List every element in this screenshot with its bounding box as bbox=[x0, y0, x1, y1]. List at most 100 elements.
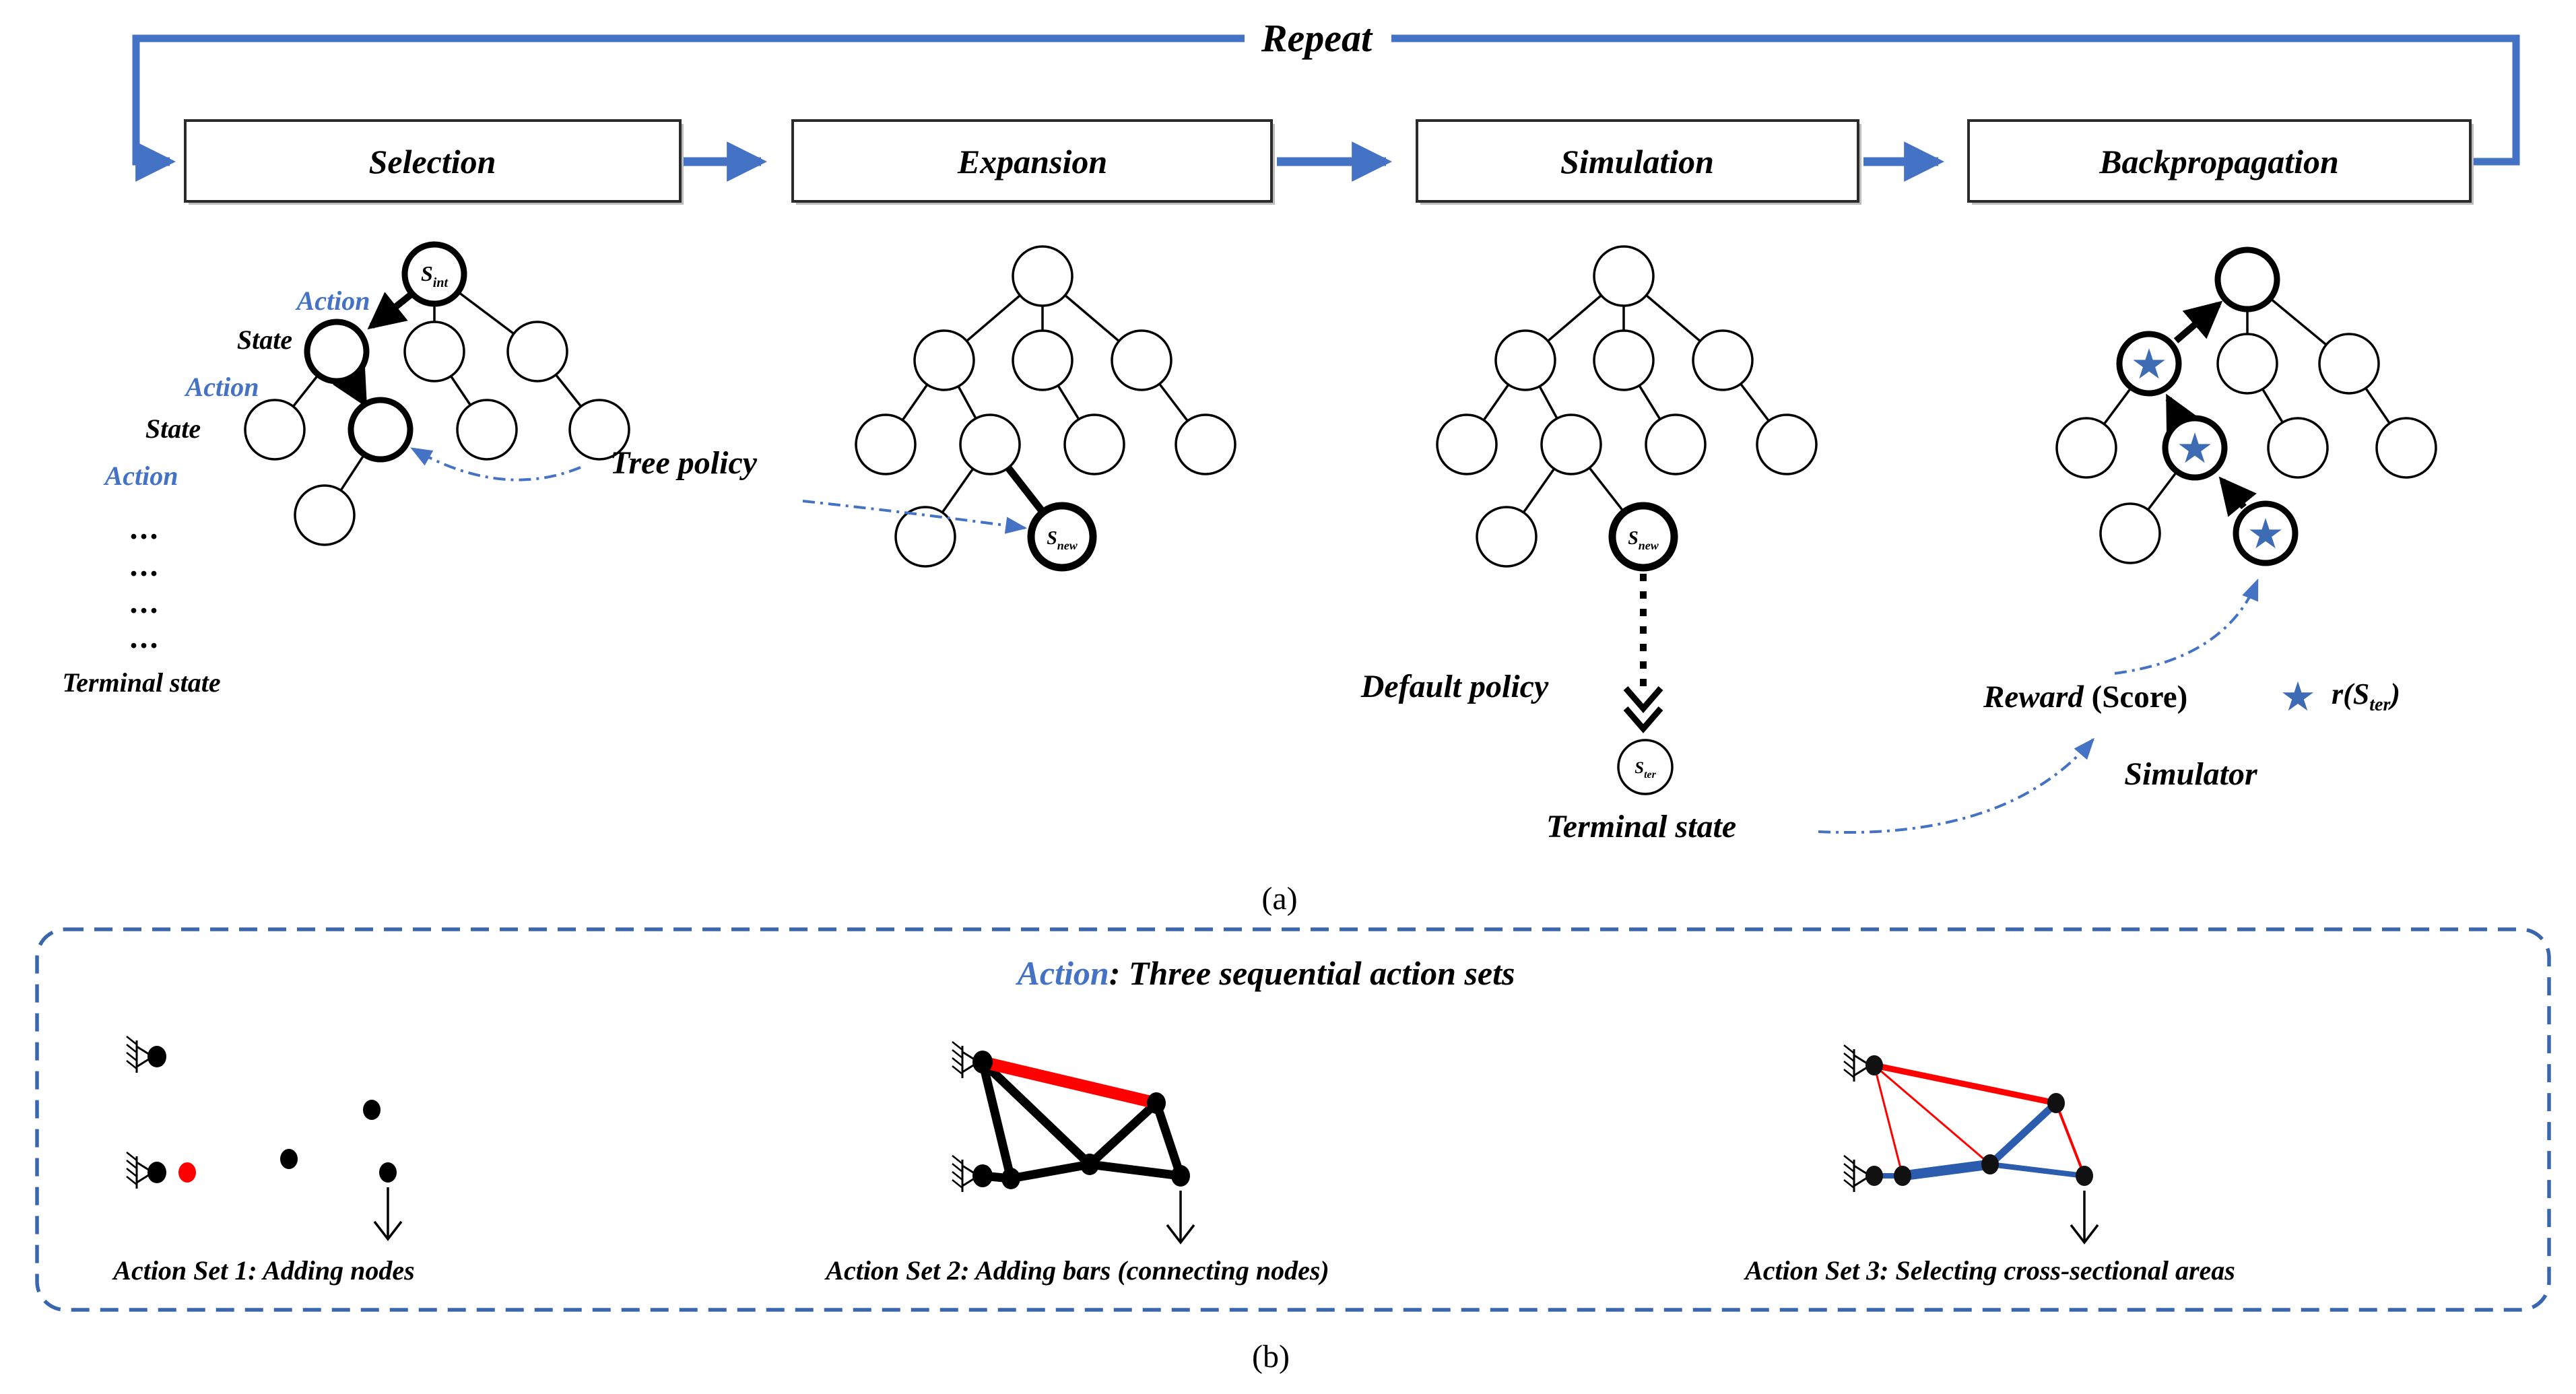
truss-node bbox=[2076, 1166, 2093, 1186]
rfn-pre: r(S bbox=[2332, 677, 2369, 710]
ellipsis-row: ... bbox=[130, 510, 160, 546]
tree-node bbox=[1012, 329, 1074, 391]
phase-box-backpropagation bbox=[1967, 119, 2472, 203]
tree-node bbox=[1756, 413, 1818, 475]
tree-node-rewarded bbox=[2116, 331, 2182, 397]
action-label-2: Action bbox=[184, 372, 259, 402]
s-new-base: S bbox=[1047, 528, 1057, 549]
load-arrowhead-icon bbox=[1166, 1224, 1195, 1244]
rfn-sub: ter bbox=[2369, 694, 2391, 715]
phase-box-expansion bbox=[791, 119, 1273, 203]
backprop-arrow-up-3 bbox=[2173, 300, 2223, 343]
tree-node-selected bbox=[348, 397, 414, 463]
action-label-3: Action bbox=[103, 461, 178, 491]
truss-bar bbox=[1152, 1101, 1185, 1178]
tree-node-rewarded bbox=[2233, 500, 2299, 566]
tree-node bbox=[294, 484, 356, 546]
caption-a: (a) bbox=[1261, 881, 1297, 917]
score-word: (Score) bbox=[2084, 679, 2187, 715]
tree-node bbox=[1111, 329, 1173, 391]
tree-node bbox=[1645, 413, 1707, 475]
tree-policy-connector-left bbox=[410, 447, 581, 482]
tree-node-root bbox=[1012, 245, 1074, 307]
truss-node bbox=[379, 1162, 397, 1183]
ellipsis-row: ... bbox=[130, 585, 160, 620]
tree-node-new bbox=[1608, 502, 1678, 572]
truss-bar bbox=[1086, 1100, 1160, 1168]
phase-label-backpropagation: Backpropagation bbox=[2099, 143, 2339, 180]
tree-node-terminal bbox=[1617, 739, 1674, 795]
simulation-tree: Snew Ster Default policy Terminal state bbox=[1360, 245, 1818, 844]
caption-action-set-1: Action Set 1: Adding nodes bbox=[111, 1255, 414, 1286]
phase-label-expansion: Expansion bbox=[957, 143, 1107, 180]
s-new-sub: new bbox=[1057, 539, 1078, 552]
s-ter-label: Ster bbox=[1634, 759, 1656, 781]
tree-node bbox=[568, 399, 630, 461]
truss-bar-thin-red bbox=[1873, 1065, 1904, 1176]
panel-title-rest: : Three sequential action sets bbox=[1109, 954, 1515, 992]
simulation-terminal-state-label: Terminal state bbox=[1546, 809, 1736, 844]
truss-node bbox=[2047, 1093, 2065, 1113]
tree-node-rewarded bbox=[2162, 415, 2228, 481]
truss-node bbox=[1001, 1168, 1020, 1189]
s-ter-base: S bbox=[1634, 759, 1644, 777]
tree-node bbox=[1063, 413, 1125, 475]
caption-action-set-3: Action Set 3: Selecting cross-sectional … bbox=[1743, 1255, 2235, 1286]
truss-bar bbox=[1010, 1160, 1091, 1183]
rfn-post: ) bbox=[2387, 677, 2400, 710]
tree-node bbox=[456, 399, 518, 461]
s-new-base: S bbox=[1628, 528, 1639, 549]
simulator-label: Simulator bbox=[2124, 756, 2258, 792]
selection-action-arrow-1 bbox=[367, 291, 415, 330]
truss-action-set-3: Action Set 3: Selecting cross-sectional … bbox=[1743, 1044, 2235, 1286]
truss-node bbox=[1865, 1055, 1883, 1075]
root-node-label: Sint bbox=[421, 261, 449, 290]
phase-boxes: Selection Expansion Simulation Backpropa… bbox=[184, 119, 2474, 205]
tree-node bbox=[403, 321, 465, 383]
repeat-label: Repeat bbox=[1261, 16, 1373, 60]
truss-node bbox=[147, 1162, 166, 1183]
tree-node bbox=[1540, 413, 1602, 475]
default-policy-arrowhead bbox=[1623, 686, 1663, 713]
load-arrowhead-icon bbox=[2070, 1224, 2099, 1244]
truss-node bbox=[972, 1051, 993, 1073]
default-policy-label: Default policy bbox=[1360, 669, 1549, 704]
tree-node bbox=[2318, 333, 2380, 395]
tree-policy-label: Tree policy bbox=[610, 445, 758, 481]
phase-label-selection: Selection bbox=[369, 143, 496, 180]
state-label-1: State bbox=[237, 325, 292, 355]
tree-node-root bbox=[401, 241, 467, 307]
truss-node-new-red bbox=[178, 1162, 196, 1183]
s-new-label: Snew bbox=[1047, 528, 1078, 552]
panel-title: Action: Three sequential action sets bbox=[1016, 954, 1515, 992]
phase-box-selection bbox=[184, 119, 682, 203]
load-arrowhead-icon bbox=[373, 1220, 403, 1241]
truss-node bbox=[972, 1164, 993, 1187]
ellipsis-row: ... bbox=[130, 620, 160, 655]
truss-node bbox=[1894, 1166, 1911, 1186]
truss-node bbox=[1981, 1154, 1999, 1174]
truss-bar bbox=[978, 1061, 1016, 1180]
tree-node bbox=[1593, 329, 1655, 391]
tree-node bbox=[2375, 417, 2437, 479]
terminal-to-reward-connector bbox=[1818, 737, 2095, 834]
reward-star-icon: ★ bbox=[2247, 509, 2284, 558]
ellipsis-row: ... bbox=[130, 547, 160, 583]
s-new-label: Snew bbox=[1628, 528, 1659, 552]
reward-word: Reward bbox=[1983, 679, 2084, 715]
dashed-panel-border bbox=[35, 927, 2551, 1312]
state-label-2: State bbox=[145, 413, 201, 444]
backpropagation-tree: ★ ★ ★ Reward (Score) ★ r(Ster) Simulator bbox=[1818, 246, 2437, 834]
truss-node bbox=[1147, 1092, 1166, 1114]
default-policy-arrowhead bbox=[1623, 706, 1663, 733]
caption-action-set-2: Action Set 2: Adding bars (connecting no… bbox=[824, 1255, 1329, 1286]
truss-node bbox=[1865, 1166, 1883, 1186]
phase-box-simulation bbox=[1416, 119, 1859, 203]
s-int-base: S bbox=[421, 261, 433, 286]
selection-terminal-state-label: Terminal state bbox=[62, 667, 220, 698]
tree-node bbox=[506, 321, 568, 383]
tree-node bbox=[1692, 329, 1754, 391]
truss-bar bbox=[1089, 1160, 1181, 1181]
selection-tree: Sint Action State Action State Action ..… bbox=[62, 241, 630, 698]
